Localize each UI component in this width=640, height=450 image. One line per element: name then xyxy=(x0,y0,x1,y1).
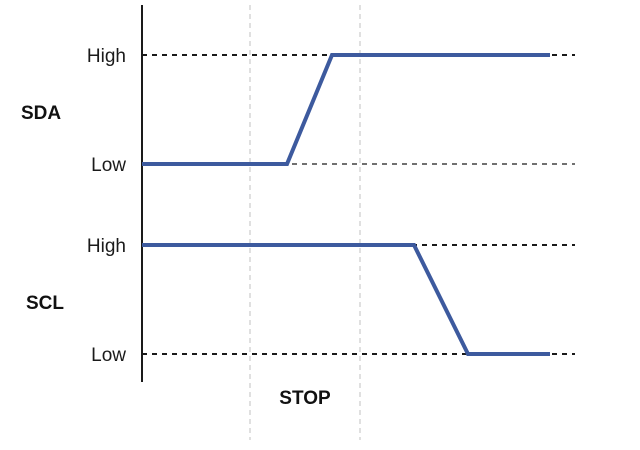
scl-signal-label: SCL xyxy=(26,293,64,314)
sda-low-label: Low xyxy=(91,155,126,176)
sda-high-label: High xyxy=(87,46,126,67)
stop-phase-label: STOP xyxy=(279,388,331,409)
sda-signal-label: SDA xyxy=(21,103,61,124)
scl-high-label: High xyxy=(87,236,126,257)
sda-waveform xyxy=(142,53,550,166)
scl-waveform xyxy=(142,243,550,356)
scl-low-label: Low xyxy=(91,345,126,366)
